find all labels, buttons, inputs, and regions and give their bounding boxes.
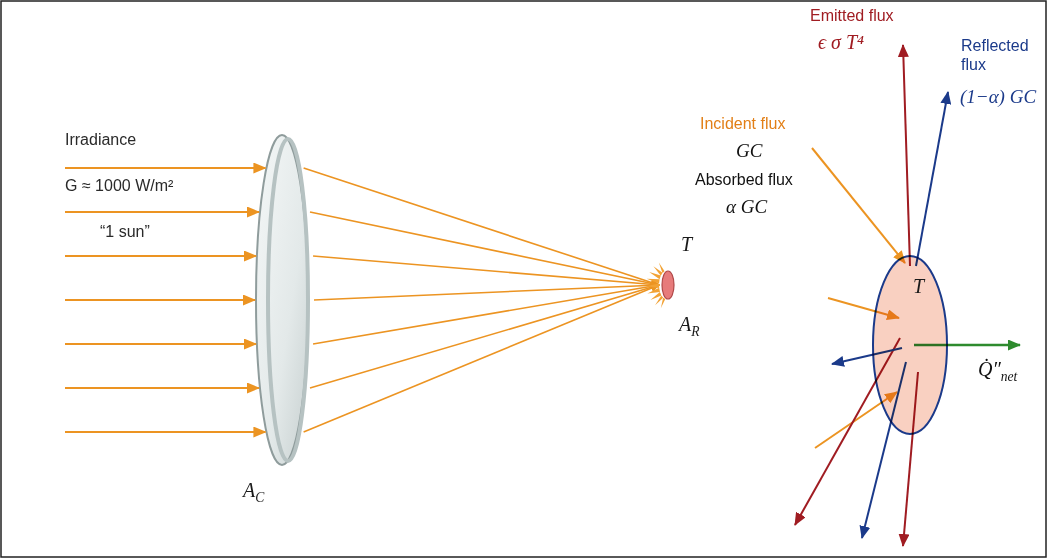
light-rays — [65, 168, 659, 432]
label: Irradiance — [65, 130, 136, 149]
label: α GC — [726, 196, 767, 219]
label-subscript: net — [1001, 369, 1018, 384]
label: Reflected flux — [961, 36, 1041, 74]
incident-arrow — [812, 148, 905, 263]
label-subscript: R — [691, 324, 699, 339]
incoming-ray — [65, 387, 259, 389]
receiver — [662, 271, 674, 299]
incoming-ray — [65, 299, 255, 301]
lens-rim — [268, 139, 308, 461]
converging-ray — [310, 212, 659, 285]
label: ϵ σ T⁴ — [818, 30, 864, 54]
label: AR — [679, 312, 700, 336]
label: (1−α) GC — [960, 86, 1036, 109]
lens — [256, 135, 308, 465]
label: Emitted flux — [810, 6, 894, 25]
incoming-ray — [65, 167, 265, 169]
converging-ray — [313, 285, 659, 344]
glow-spike — [647, 279, 660, 284]
label: AC — [243, 478, 264, 502]
label: Incident flux — [700, 114, 785, 133]
label-main: A — [679, 313, 691, 335]
glow-spike — [647, 288, 660, 294]
label-main: Q̇″ — [978, 358, 1001, 380]
label: “1 sun” — [100, 222, 150, 241]
label: T — [681, 232, 692, 256]
disc-outline — [872, 255, 948, 435]
converging-ray — [310, 285, 659, 388]
temperature-label: T — [913, 275, 924, 297]
emitted-arrow — [903, 45, 910, 266]
reflected-arrow — [916, 92, 948, 266]
absorber-disc: T — [872, 255, 948, 435]
converging-ray — [314, 285, 659, 300]
label: Absorbed flux — [695, 170, 793, 189]
glow-spike — [659, 263, 665, 273]
glow-spike — [661, 298, 665, 308]
converging-ray — [304, 168, 659, 285]
label: GC — [736, 140, 762, 163]
converging-ray — [304, 285, 659, 432]
incoming-ray — [65, 343, 256, 345]
label-subscript: C — [255, 490, 264, 505]
glow-spike — [646, 283, 659, 287]
glow-spike — [650, 292, 661, 300]
disc-shape — [873, 256, 947, 434]
label-main: A — [243, 479, 255, 501]
incoming-ray — [65, 431, 265, 433]
incoming-ray — [65, 211, 259, 213]
converging-ray — [313, 256, 659, 285]
label: Q̇″net — [978, 357, 1017, 381]
label: G ≈ 1000 W/m² — [65, 176, 173, 195]
incoming-ray — [65, 255, 256, 257]
